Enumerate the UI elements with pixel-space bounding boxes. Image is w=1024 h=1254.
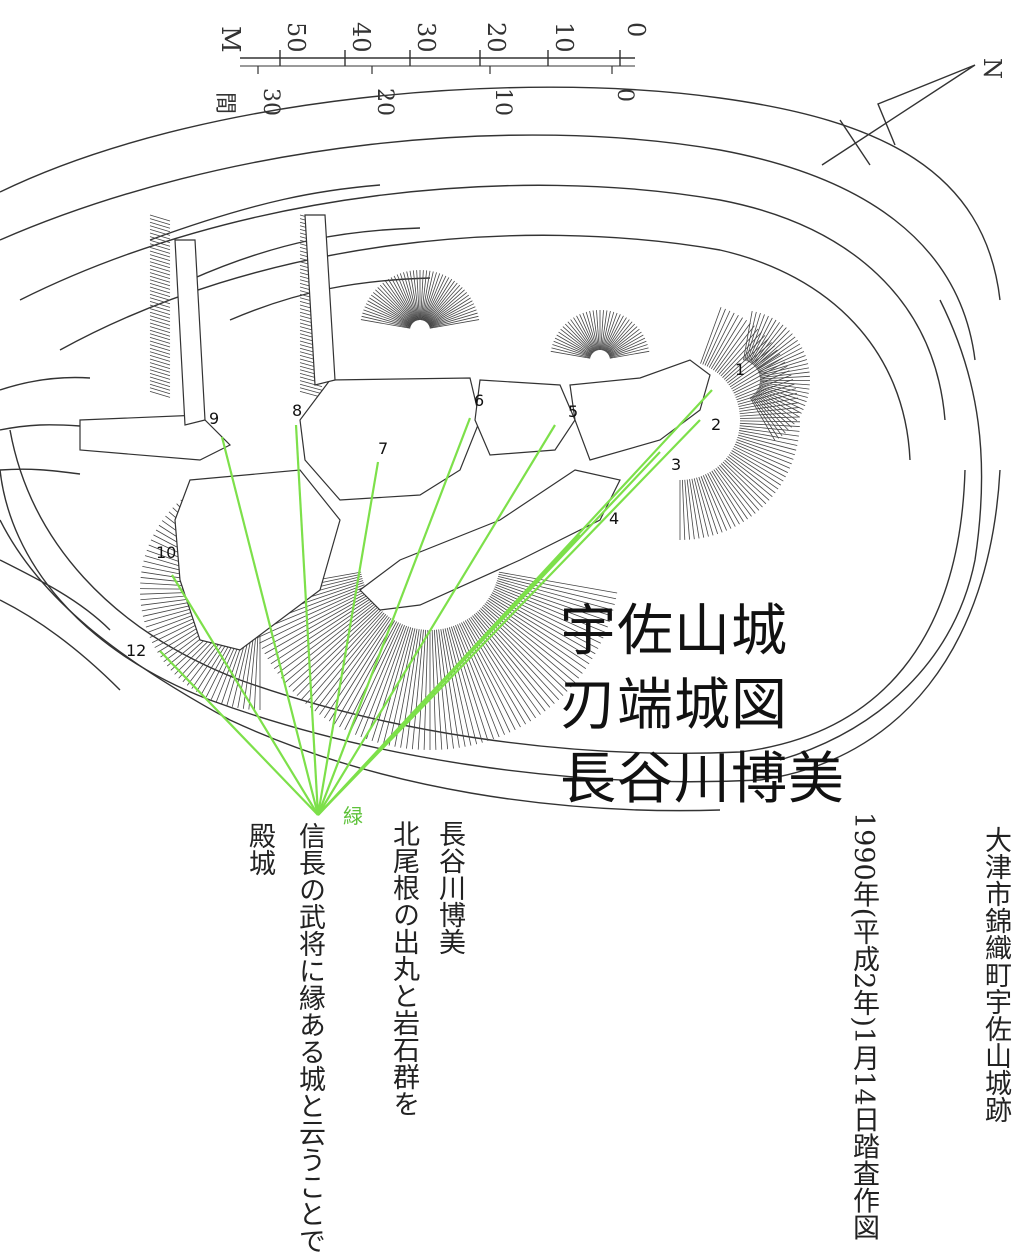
contour-line	[190, 228, 420, 280]
scale-unit-ken: 間	[212, 92, 237, 114]
scale-tick-label-ken: 20	[372, 88, 397, 116]
scale-bar: M 間 50 40 30 20 10 0 30 20 10 0	[212, 22, 650, 116]
point-label-1: 1	[735, 360, 745, 379]
note-col-4: 北尾根の出丸と岩石群を	[390, 820, 417, 1117]
enclosure-outline	[80, 415, 230, 460]
map-title-line-2: 刃端城図	[560, 660, 788, 741]
enclosure-outline	[300, 378, 480, 500]
scale-tick-label-ken: 0	[612, 88, 637, 102]
note-col-1: 大津市錦織町宇佐山城跡	[982, 826, 1009, 1123]
contour-line	[0, 87, 1000, 300]
enclosure-outline	[475, 380, 575, 455]
point-label-6: 6	[474, 391, 484, 410]
note-col-6: 殿城	[246, 822, 273, 876]
scale-tick-label-m: 40	[347, 22, 375, 53]
point-label-5: 5	[568, 402, 578, 421]
scale-tick-label-m: 0	[622, 22, 650, 37]
enclosure-outline	[570, 360, 710, 460]
scale-tick-label-ken: 30	[258, 88, 283, 116]
point-label-12: 12	[126, 641, 146, 660]
contour-line	[780, 300, 982, 760]
north-arrow: N	[822, 58, 1006, 165]
contour-line	[10, 430, 965, 753]
map-title-line-1: 宇佐山城	[560, 586, 788, 667]
note-col-2: 1990年(平成2年)1月14日踏査作図	[850, 812, 877, 1241]
scale-tick-label-ken: 10	[490, 88, 515, 116]
scale-tick-label-m: 10	[550, 22, 578, 53]
enclosure-outline	[175, 470, 340, 650]
point-label-7: 7	[378, 439, 388, 458]
point-label-8: 8	[292, 401, 302, 420]
contour-line	[0, 378, 90, 391]
scale-tick-label-m: 30	[412, 22, 440, 53]
point-label-2: 2	[711, 415, 721, 434]
map-title-line-3: 長谷川博美	[560, 734, 845, 815]
point-label-4: 4	[609, 509, 619, 528]
scale-tick-label-m: 50	[282, 22, 310, 53]
point-label-3: 3	[671, 455, 681, 474]
enclosure-outline	[175, 240, 205, 425]
scale-unit-m: M	[215, 26, 245, 53]
scale-tick-label-m: 20	[482, 22, 510, 53]
note-col-3: 長谷川博美	[436, 820, 463, 955]
contour-line	[150, 185, 380, 240]
contour-line	[0, 469, 80, 474]
enclosure-outline	[305, 215, 335, 385]
north-label: N	[978, 58, 1006, 79]
viewpoint-label: 緑	[343, 804, 363, 828]
sight-line-12	[160, 651, 318, 815]
point-label-10: 10	[156, 543, 176, 562]
point-label-9: 9	[209, 409, 219, 428]
contour-line	[0, 425, 80, 430]
contour-line	[0, 600, 120, 690]
note-col-5: 信長の武将に縁ある城と云うことで	[296, 822, 323, 1254]
